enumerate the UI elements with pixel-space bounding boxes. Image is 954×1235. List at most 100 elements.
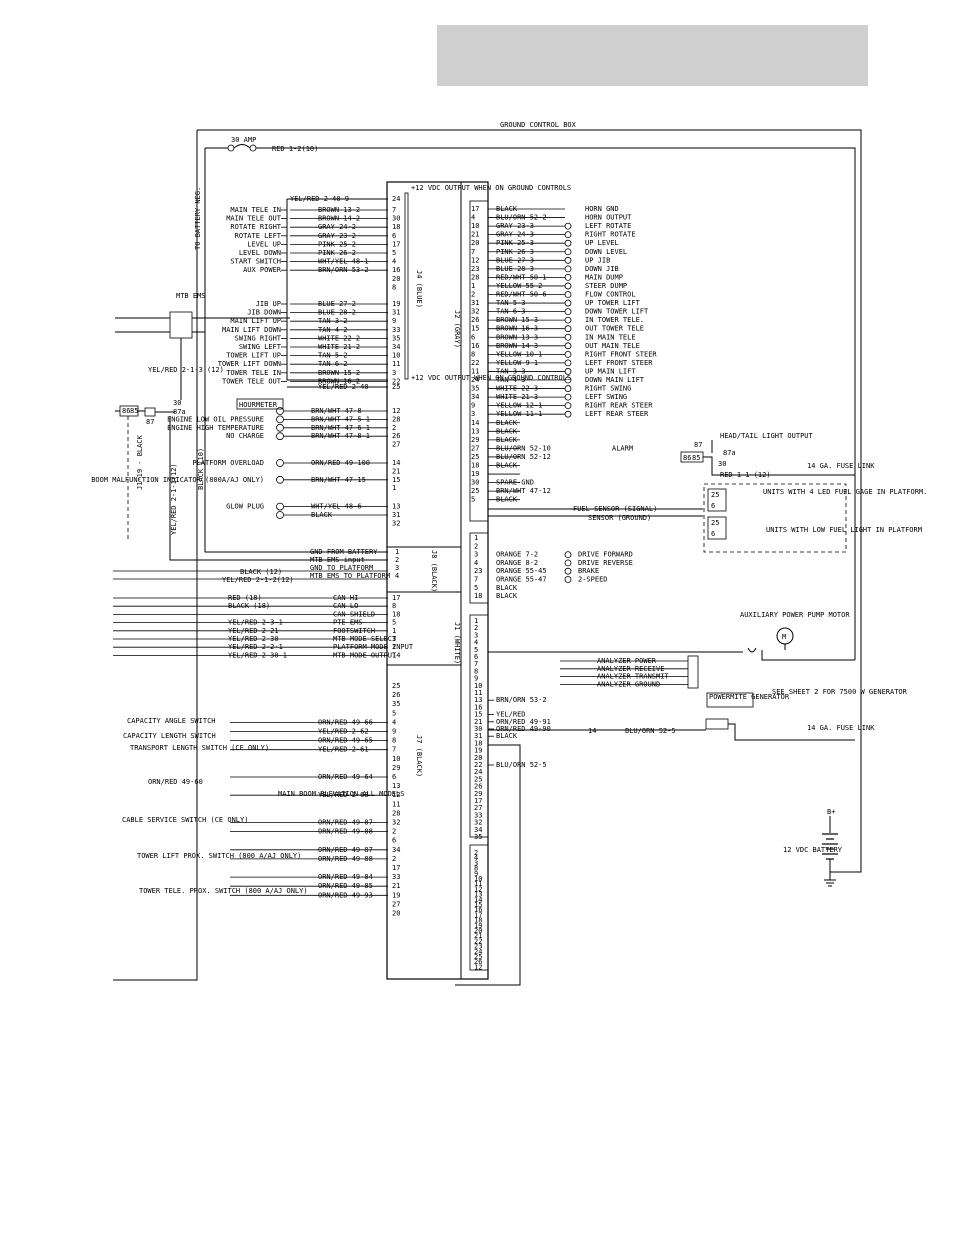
ind-lamp-0 bbox=[276, 407, 284, 415]
switch-func-1: MAIN TELE OUT bbox=[226, 215, 282, 223]
header-box bbox=[437, 25, 868, 86]
j1r-pin-26: 27 bbox=[474, 804, 482, 812]
j1l-pin-0: 17 bbox=[392, 594, 400, 602]
j2r-valve-16 bbox=[564, 342, 572, 350]
switch-func-2: ROTATE RIGHT bbox=[230, 223, 281, 231]
relay-pin-85: 85 bbox=[130, 407, 138, 415]
ht-relay-87: 87 bbox=[694, 441, 702, 449]
j2r-func-16: OUT MAIN TELE bbox=[585, 342, 640, 350]
j1r-pin-13: 15 bbox=[474, 711, 482, 719]
j1-wire-label: YEL/RED 2-1-1(12) bbox=[170, 463, 178, 535]
transport-label: TRANSPORT LENGTH SWITCH (CE ONLY) bbox=[130, 744, 269, 752]
j2r-pin-16: 16 bbox=[471, 342, 479, 350]
ind-func-1: ENGINE LOW OIL PRESSURE bbox=[167, 415, 264, 423]
j2r-pin-23: 9 bbox=[471, 402, 475, 410]
j8r-pin-0: 1 bbox=[474, 534, 478, 542]
j4-output-mid-text: +12 VDC OUTPUT WHEN ON GROUND CONTROLS bbox=[411, 374, 571, 382]
j2r-pin-7: 23 bbox=[471, 265, 479, 273]
j7l-pin-13: 11 bbox=[392, 800, 400, 808]
j2r-pin-10: 2 bbox=[471, 291, 475, 299]
j2r-func-3: RIGHT ROTATE bbox=[585, 231, 636, 239]
j7l-pin-1: 26 bbox=[392, 691, 400, 699]
j2r-func-9: STEER DUMP bbox=[585, 282, 627, 290]
cap-angle-label: CAPACITY ANGLE SWITCH bbox=[127, 717, 216, 725]
fuel-pin-25a: 25 bbox=[711, 491, 719, 499]
switch-pin-7: 16 bbox=[392, 266, 400, 274]
ind-func-5: PLATFORM OVERLOAD bbox=[192, 459, 264, 467]
aux-pump-text: AUXILIARY POWER PUMP MOTOR bbox=[740, 611, 850, 619]
j7l-pin-17: 6 bbox=[392, 837, 396, 845]
bottom-pin-4: 9 bbox=[474, 870, 478, 878]
j8l-pin-0: 1 bbox=[395, 548, 399, 556]
j2r-pin-4: 20 bbox=[471, 239, 479, 247]
fuel-section: FUEL SENSOR (SIGNAL) SENSOR (GROUND) 25 … bbox=[488, 483, 927, 553]
j8r-pin-4: 23 bbox=[474, 567, 482, 575]
j8r-wire-2: ORANGE 7-2 bbox=[496, 551, 538, 559]
switch-pin-15: 34 bbox=[392, 343, 400, 351]
j4-top-pin: 24 bbox=[392, 195, 400, 203]
j7-label: J7 (BLACK) bbox=[415, 735, 423, 777]
switch-pin-9: 8 bbox=[392, 283, 396, 291]
ind-pin-1: 28 bbox=[392, 415, 400, 423]
gen-wire: BLU/ORN 52-5 bbox=[625, 727, 676, 735]
ind-pin-6: 21 bbox=[392, 467, 400, 475]
cap-length-label: CAPACITY LENGTH SWITCH bbox=[123, 732, 216, 740]
j1r-pin-16: 31 bbox=[474, 732, 482, 740]
bottom-pin-20: 25 bbox=[474, 953, 482, 961]
bottom-pin-13: 18 bbox=[474, 917, 482, 925]
left-switch-group: YEL/RED 2-40-9 24 YEL/RED 2-40 25 MAIN T… bbox=[218, 195, 401, 391]
bottom-pin-10: 15 bbox=[474, 901, 482, 909]
j1r-pin-8: 9 bbox=[474, 675, 478, 683]
j1-label: J1 (WHITE) bbox=[453, 622, 461, 664]
j2r-func-28: ALARM bbox=[612, 444, 633, 452]
j8r-wire-4: ORANGE 55-45 bbox=[496, 567, 547, 575]
j2r-valve-23 bbox=[564, 402, 572, 410]
j7l-pin-4: 4 bbox=[392, 718, 396, 726]
j7l-pin-8: 10 bbox=[392, 755, 400, 763]
switch-func-13: MAIN LIFT DOWN bbox=[222, 326, 281, 334]
j1r-pin-17: 18 bbox=[474, 739, 482, 747]
j2r-pin-17: 8 bbox=[471, 350, 475, 358]
j2r-pin-24: 3 bbox=[471, 410, 475, 418]
j1r-pin-15: 30 bbox=[474, 725, 482, 733]
j1l-pin-1: 8 bbox=[392, 602, 396, 610]
ind-pin-0: 12 bbox=[392, 407, 400, 415]
j8r-wire-3: ORANGE 8-2 bbox=[496, 559, 538, 567]
j2r-pin-5: 7 bbox=[471, 248, 475, 256]
j7l-pin-3: 5 bbox=[392, 709, 396, 717]
switch-pin-6: 4 bbox=[392, 258, 396, 266]
j2r-pin-27: 29 bbox=[471, 436, 479, 444]
j2r-valve-8 bbox=[564, 273, 572, 281]
fuel-signal-label: FUEL SENSOR (SIGNAL) bbox=[573, 505, 657, 513]
bottom-pin-0: 2 bbox=[474, 849, 478, 857]
j2r-valve-6 bbox=[564, 256, 572, 264]
switch-pin-17: 11 bbox=[392, 360, 400, 368]
switch-pin-10: 19 bbox=[392, 300, 400, 308]
ht-relay-85: 85 bbox=[692, 454, 700, 462]
bottom-pin-6: 11 bbox=[474, 880, 482, 888]
bottom-pin-8: 13 bbox=[474, 891, 482, 899]
aux-pump-section: AUXILIARY POWER PUMP MOTOR M bbox=[488, 611, 855, 661]
ht-fuse-text: 14 GA. FUSE LINK bbox=[807, 462, 875, 470]
relay-pin-87a: 87a bbox=[173, 408, 186, 416]
j1r-wire-20: BLU/ORN 52-5 bbox=[496, 761, 547, 769]
j2r-pin-22: 34 bbox=[471, 393, 479, 401]
j7l-pin-5: 9 bbox=[392, 728, 396, 736]
ind-func-9: GLOW PLUG bbox=[226, 503, 264, 511]
j2r-func-18: LEFT FRONT STEER bbox=[585, 359, 653, 367]
j2r-pin-26: 13 bbox=[471, 427, 479, 435]
black-wire-label: BLACK (10) bbox=[197, 448, 205, 490]
aux-pump-label: AUXILIARY POWER PUMP MOTOR bbox=[740, 611, 850, 619]
j1r-pin-30: 35 bbox=[474, 833, 482, 841]
j1r-pin-19: 20 bbox=[474, 754, 482, 762]
j7l-pin-23: 19 bbox=[392, 891, 400, 899]
j1r-pin-20: 22 bbox=[474, 761, 482, 769]
j7l-pin-19: 2 bbox=[392, 855, 396, 863]
j7l-pin-15: 32 bbox=[392, 819, 400, 827]
j1r-pin-22: 25 bbox=[474, 775, 482, 783]
j1r-pin-24: 29 bbox=[474, 790, 482, 798]
j1r-pin-29: 34 bbox=[474, 826, 482, 834]
